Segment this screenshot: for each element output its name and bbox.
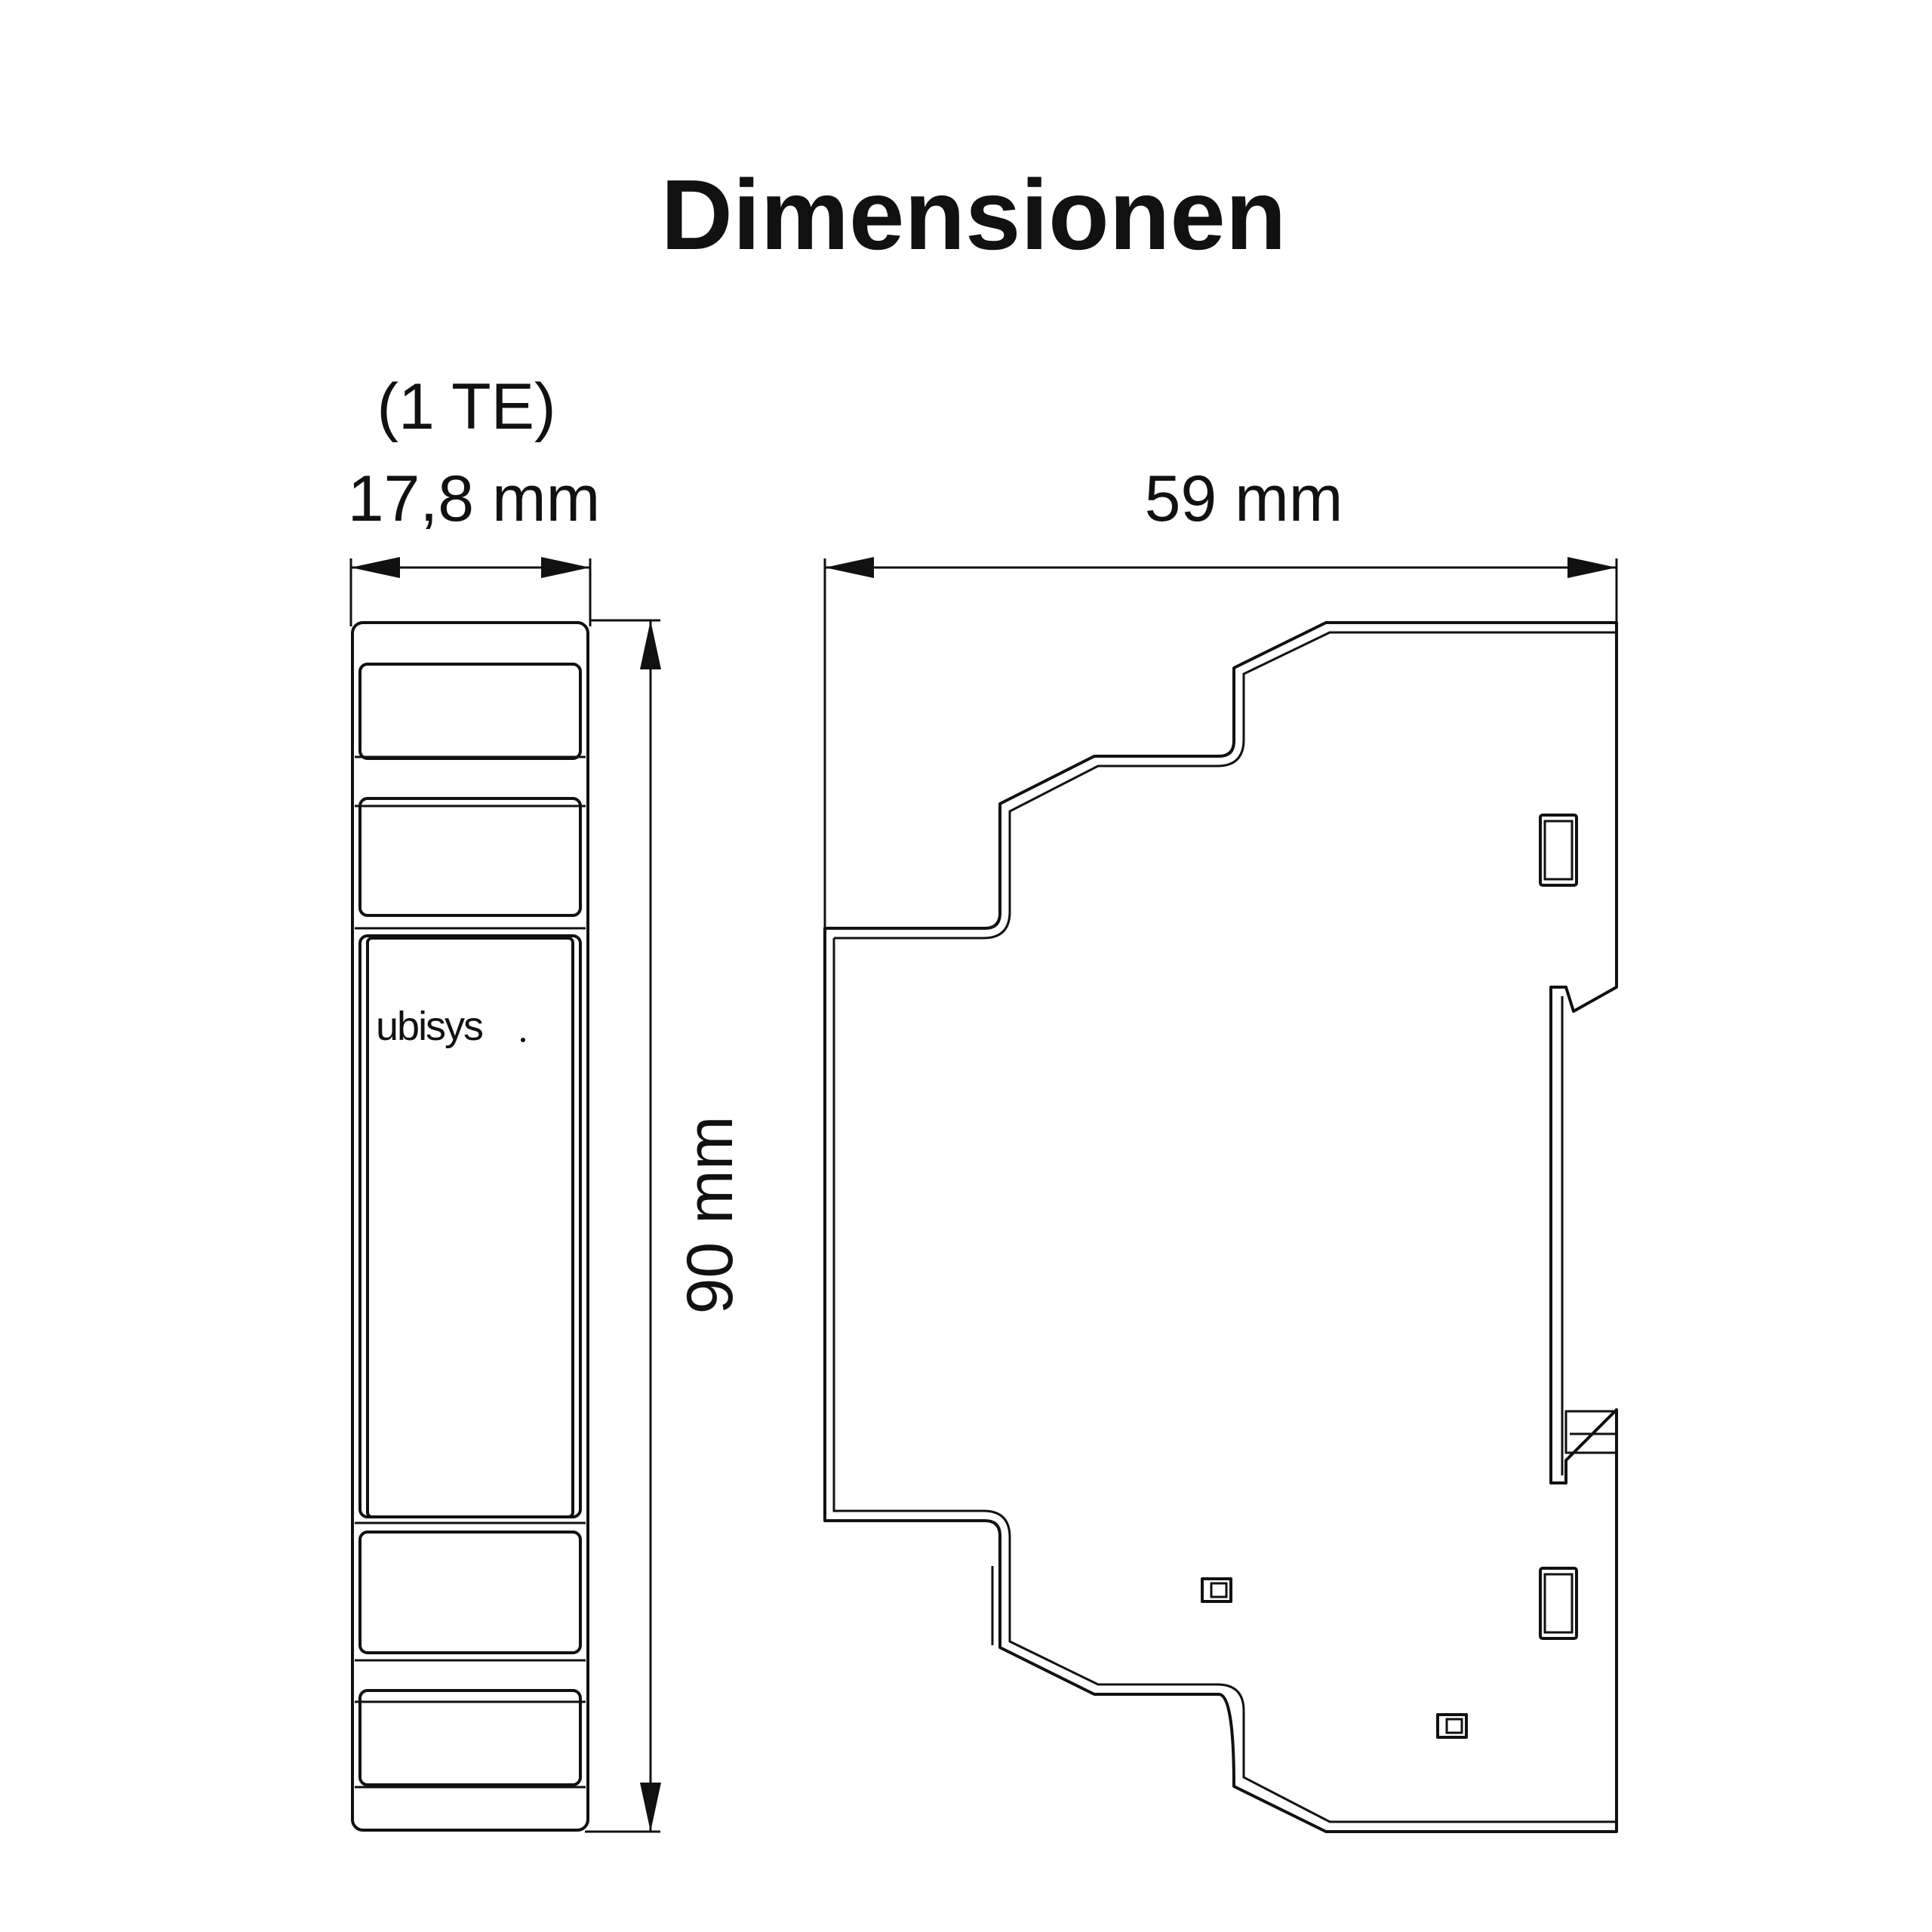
side-view: 59 mm bbox=[823, 463, 1618, 1833]
module-unit-label: (1 TE) bbox=[377, 371, 555, 443]
depth-dimension-line bbox=[823, 557, 1618, 928]
front-housing bbox=[351, 621, 589, 1832]
lower-slot bbox=[1539, 1567, 1578, 1640]
front-view: (1 TE) 17,8 mm 90 mm bbox=[348, 371, 746, 1833]
ubisys-logo: ubisys bbox=[376, 1004, 525, 1049]
logo-text: ubisys bbox=[376, 1004, 483, 1049]
rail-clip bbox=[1564, 1410, 1618, 1454]
side-housing-outline bbox=[823, 621, 1618, 1833]
small-slot-1 bbox=[1201, 1577, 1232, 1603]
width-dimension-line bbox=[349, 557, 592, 626]
small-slot-2 bbox=[1436, 1713, 1468, 1739]
upper-slot bbox=[1539, 814, 1578, 887]
height-dimension-line bbox=[585, 619, 661, 1833]
side-housing-inner-outline bbox=[834, 631, 1617, 940]
width-dimension-label: 17,8 mm bbox=[348, 463, 601, 535]
page-title: Dimensionen bbox=[661, 159, 1287, 270]
height-dimension-label: 90 mm bbox=[674, 1116, 746, 1315]
depth-dimension-label: 59 mm bbox=[1145, 463, 1343, 535]
